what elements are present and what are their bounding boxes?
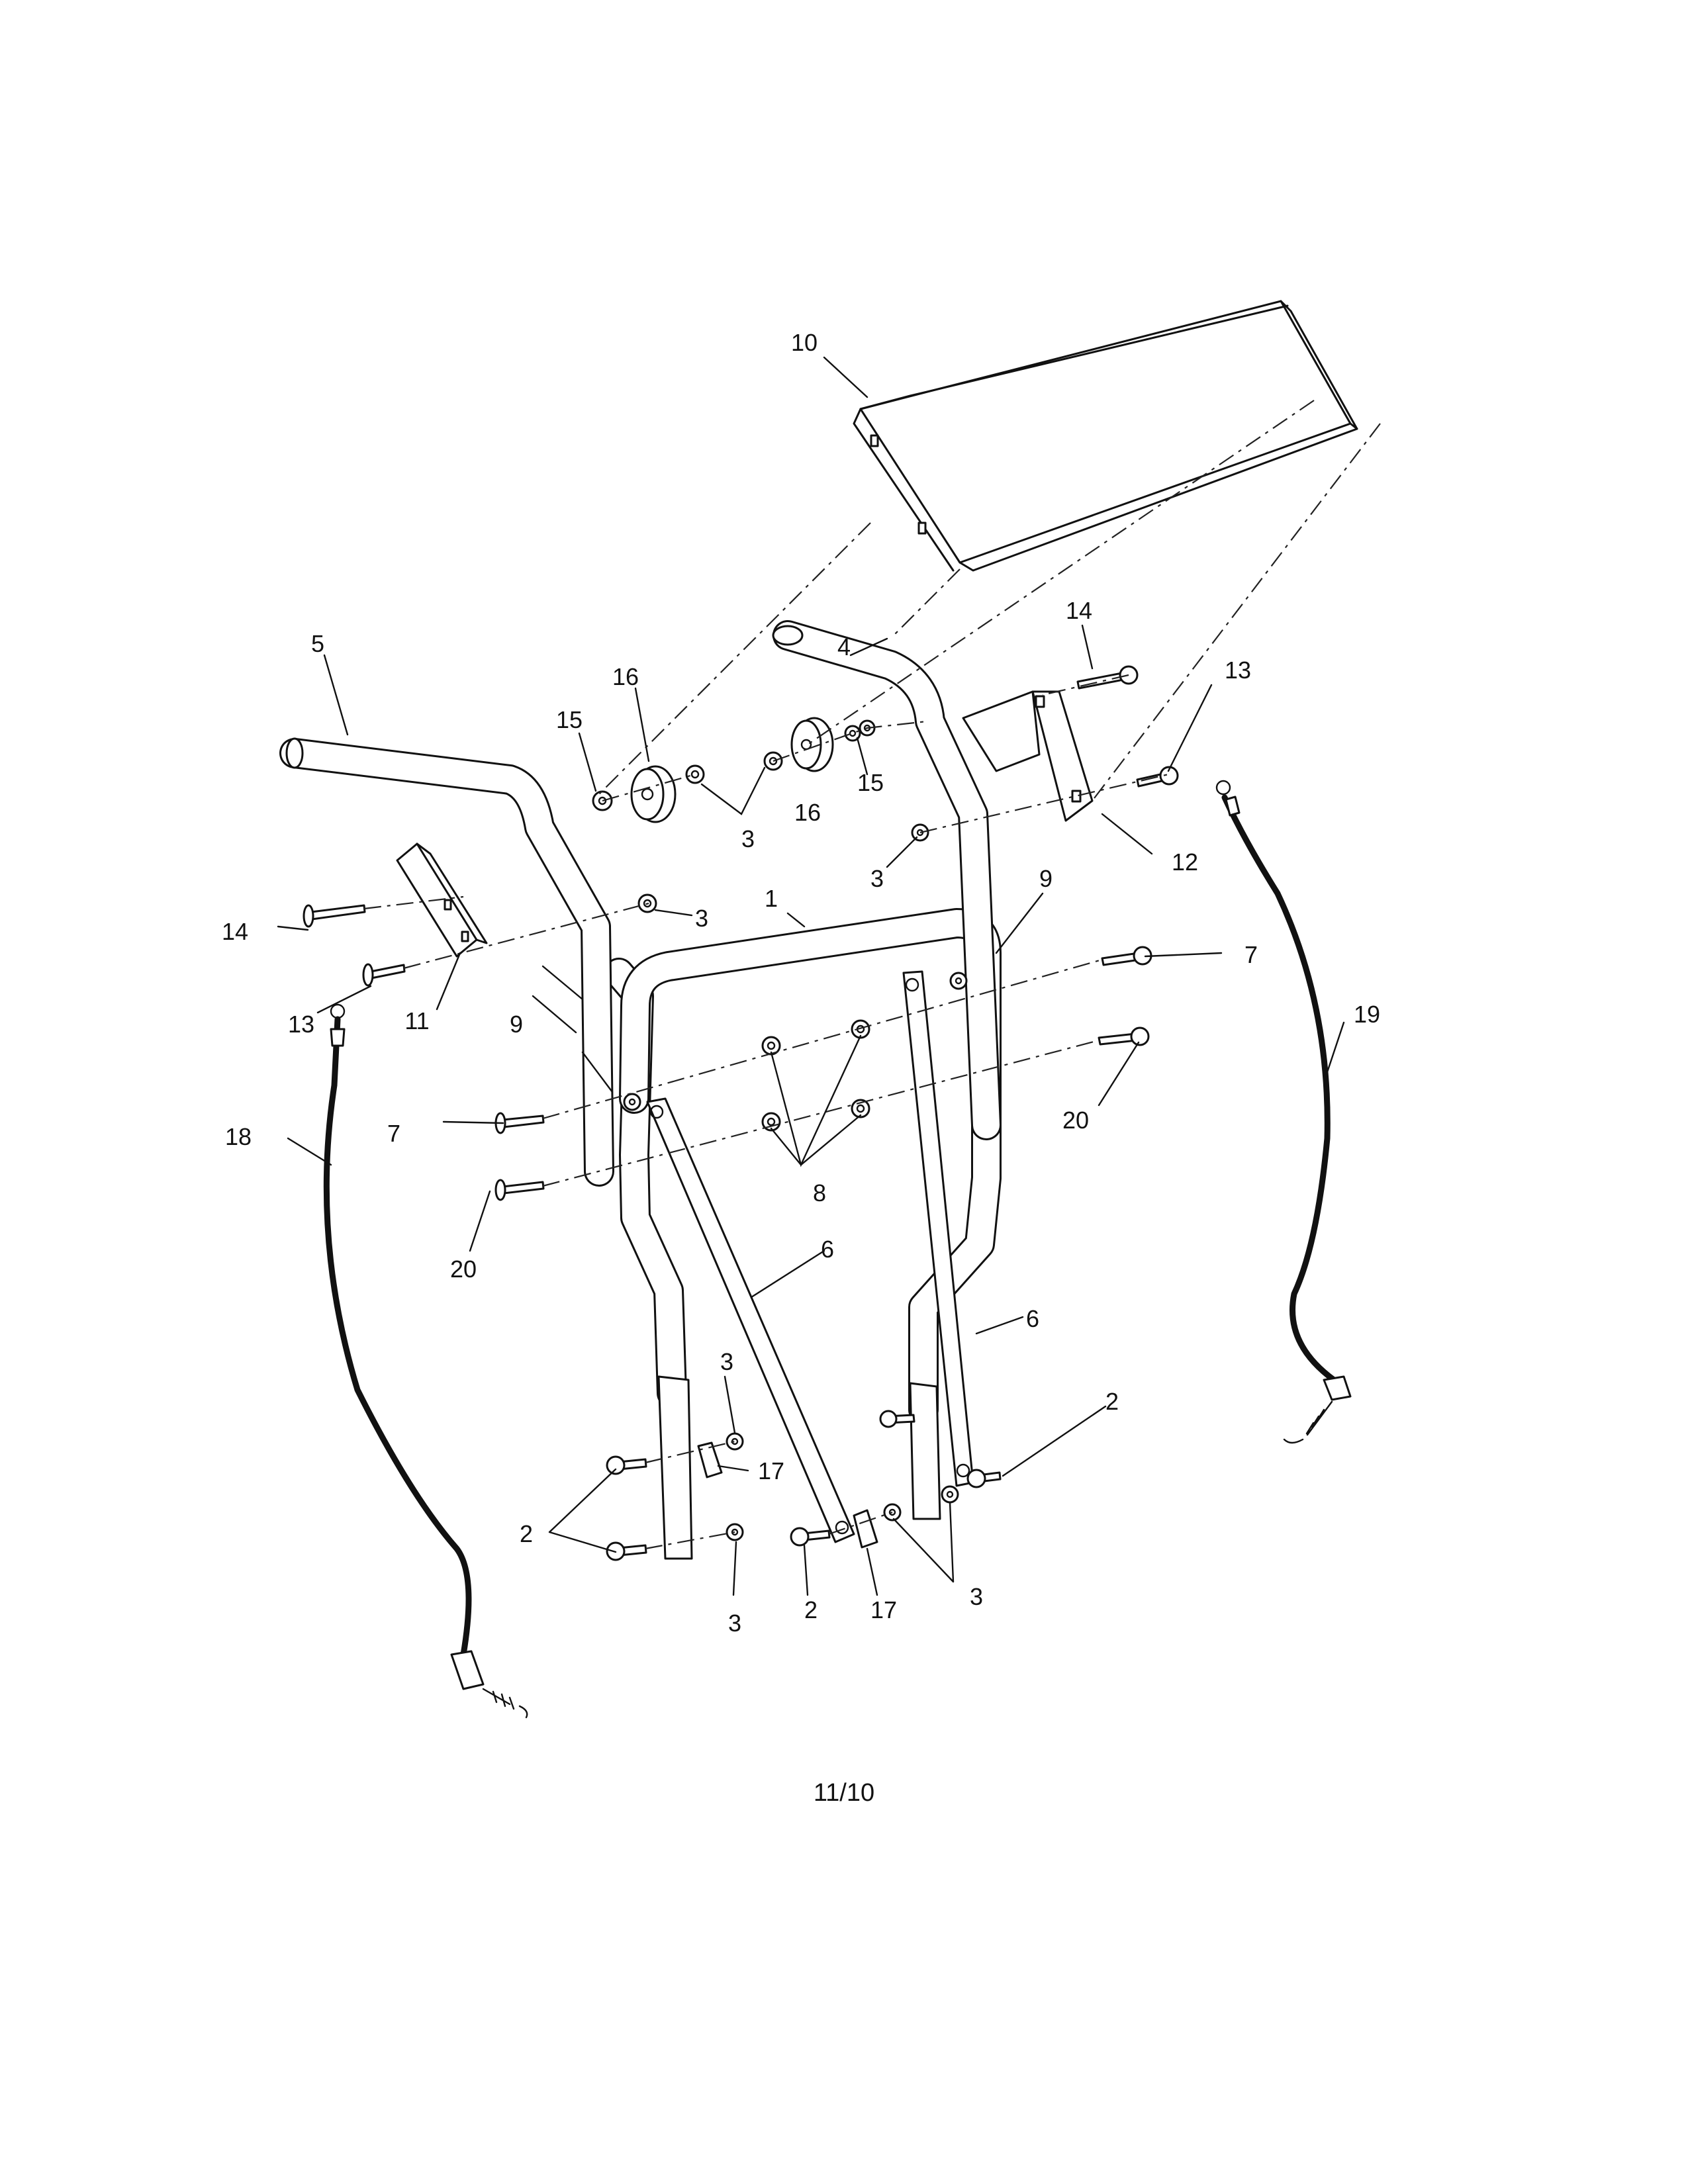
- callout-14-right: 14: [1066, 597, 1092, 624]
- support-strap-left: [646, 1097, 855, 1543]
- callout-7-right: 7: [1244, 941, 1258, 968]
- callout-2-right: 2: [1105, 1388, 1119, 1415]
- callout-17-left: 17: [758, 1457, 784, 1484]
- callout-3-lower-right: 3: [970, 1583, 983, 1610]
- cable-left: [323, 1003, 528, 1719]
- callout-12: 12: [1172, 848, 1198, 876]
- callout-18: 18: [225, 1123, 252, 1150]
- callout-3-mid: 3: [695, 905, 708, 932]
- callout-1: 1: [765, 885, 778, 912]
- upper-handle-left: [279, 737, 614, 1187]
- callout-8: 8: [813, 1179, 826, 1206]
- console-panel: [853, 300, 1358, 572]
- right-lower-bracket: [909, 1382, 941, 1520]
- leader-lines: [277, 356, 1345, 1596]
- cable-clip-right: [853, 1509, 878, 1549]
- callout-19: 19: [1354, 1001, 1380, 1028]
- callout-3-pulley: 3: [741, 825, 755, 852]
- callout-20-left: 20: [450, 1255, 477, 1283]
- callout-3-lower-left-bottom: 3: [728, 1610, 741, 1637]
- hardware-bolts: [303, 665, 1179, 1561]
- callout-11: 11: [404, 1007, 429, 1034]
- callout-3-lower-left-top: 3: [720, 1348, 733, 1375]
- callout-15-right: 15: [857, 769, 884, 796]
- callout-14-left: 14: [222, 918, 248, 945]
- callout-20-right: 20: [1062, 1107, 1089, 1134]
- cable-clip-left: [697, 1441, 723, 1479]
- pulley-left: [630, 765, 677, 823]
- callout-2-left: 2: [520, 1520, 533, 1547]
- callout-6-right: 6: [1026, 1305, 1039, 1332]
- callout-9-left: 9: [510, 1011, 523, 1038]
- callout-6-left: 6: [821, 1236, 834, 1263]
- callout-17-right: 17: [870, 1596, 897, 1623]
- callout-4: 4: [837, 633, 851, 660]
- callout-10: 10: [791, 329, 818, 356]
- callout-15-left: 15: [556, 706, 583, 733]
- bracket-right: [962, 690, 1094, 822]
- upper-handle-right: [772, 620, 1002, 1140]
- assembly-centerlines: [363, 400, 1381, 1550]
- cable-right: [1215, 780, 1352, 1444]
- left-lower-bracket: [657, 1375, 693, 1560]
- callout-7-left: 7: [387, 1120, 400, 1147]
- pulley-right: [790, 717, 834, 772]
- callout-13-right: 13: [1225, 657, 1251, 684]
- callout-13-left: 13: [288, 1011, 314, 1038]
- callout-3-upper-right: 3: [870, 865, 884, 892]
- callout-9-right: 9: [1039, 865, 1053, 892]
- callout-16-right: 16: [794, 799, 821, 826]
- callout-2-center: 2: [804, 1596, 818, 1623]
- callout-16-left: 16: [612, 663, 639, 690]
- callout-5: 5: [311, 630, 324, 657]
- callout-labels: 10 4 5 15 16 3 16 15 3 14 13 12 3 1 9 7 …: [222, 329, 1380, 1637]
- page-date-code: 11/10: [813, 1779, 875, 1807]
